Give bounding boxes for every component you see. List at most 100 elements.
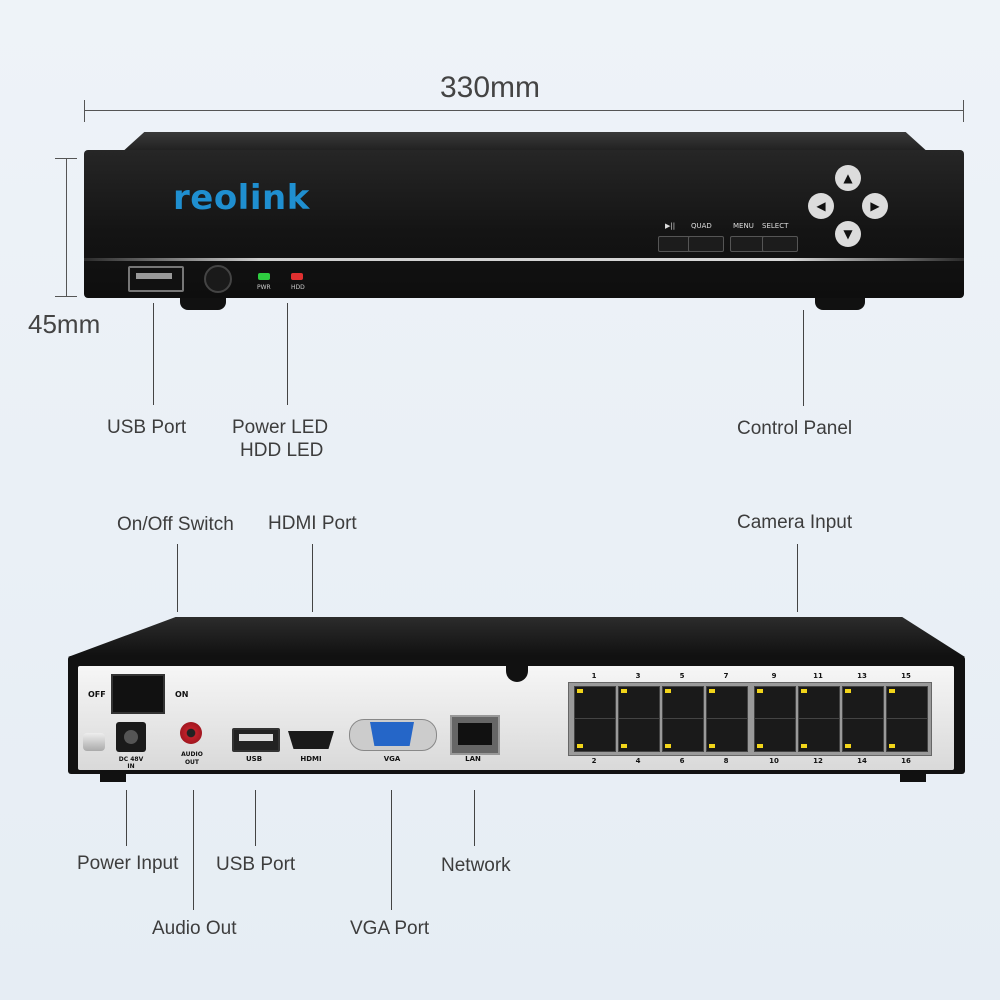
arrow-down-icon: ▼ (835, 221, 861, 247)
width-dimension-tick-left (84, 100, 85, 122)
port-number-top: 9 (771, 672, 777, 680)
poe-port-led (621, 744, 627, 748)
ground-screw (83, 733, 105, 751)
camera-input-leader (797, 544, 798, 612)
port-number-bottom: 4 (635, 757, 641, 765)
network-leader (474, 790, 475, 846)
port-number-top: 3 (635, 672, 641, 680)
arrow-left-icon: ◀ (808, 193, 834, 219)
poe-port-led (665, 744, 671, 748)
rear-foot-right (900, 774, 926, 782)
rear-foot-left (100, 774, 126, 782)
quad-label: QUAD (691, 222, 712, 230)
port-number-top: 7 (723, 672, 729, 680)
switch-on-label: ON (175, 690, 189, 699)
power-led-label: PWR (257, 284, 271, 291)
poe-port-led (621, 689, 627, 693)
power-input-callout: Power Input (77, 853, 179, 874)
arrow-up-icon: ▲ (835, 165, 861, 191)
on-off-switch-callout: On/Off Switch (117, 514, 234, 535)
port-number-bottom: 8 (723, 757, 729, 765)
control-panel-callout: Control Panel (737, 418, 853, 439)
select-button (762, 236, 798, 252)
power-switch (111, 674, 165, 714)
network-callout: Network (441, 855, 511, 876)
audio-out-callout: Audio Out (152, 918, 237, 939)
lan-port (450, 715, 500, 755)
port-number-bottom: 12 (813, 757, 823, 765)
usb-port-rear-callout: USB Port (216, 854, 296, 875)
usb-port-front-leader (153, 303, 154, 405)
hdmi-port-callout: HDMI Port (268, 513, 357, 534)
hdmi-label: HDMI (300, 755, 322, 763)
front-usb-port (128, 266, 184, 292)
port-number-top: 1 (591, 672, 597, 680)
port-number-bottom: 16 (901, 757, 911, 765)
rear-usb-port (232, 728, 280, 752)
hdd-led-callout: HDD LED (240, 440, 324, 461)
poe-port-led (801, 744, 807, 748)
front-top-cover (120, 132, 930, 154)
vga-label: VGA (383, 755, 401, 763)
poe-port-led (889, 744, 895, 748)
poe-port-led (709, 689, 715, 693)
audio-out-leader (193, 790, 194, 910)
front-bevel-strip (84, 258, 964, 261)
on-off-switch-leader (177, 544, 178, 612)
height-dimension-tick-bottom (55, 296, 77, 297)
poe-port-led (801, 689, 807, 693)
poe-port-led (757, 744, 763, 748)
dc-power-jack (116, 722, 146, 752)
poe-port-led (577, 689, 583, 693)
hdd-led (291, 273, 303, 280)
rear-notch (506, 666, 528, 682)
poe-port-led (665, 689, 671, 693)
port-number-top: 15 (901, 672, 911, 680)
vga-port-leader (391, 790, 392, 910)
switch-off-label: OFF (88, 690, 106, 699)
led-leader (287, 303, 288, 405)
control-panel-leader (803, 310, 804, 406)
power-led (258, 273, 270, 280)
hdmi-port (288, 731, 334, 749)
port-number-bottom: 2 (591, 757, 597, 765)
audio-label-1: AUDIO (181, 751, 203, 758)
poe-port-led (845, 744, 851, 748)
front-foot-right (815, 298, 865, 310)
port-number-bottom: 6 (679, 757, 685, 765)
lan-label: LAN (465, 755, 481, 763)
port-number-top: 5 (679, 672, 685, 680)
usb-rear-label: USB (245, 755, 263, 763)
height-dimension-label: 45mm (28, 309, 101, 339)
port-number-top: 13 (857, 672, 867, 680)
audio-out-jack (180, 722, 202, 744)
audio-label-2: OUT (184, 759, 200, 766)
brand-logo: reolink (173, 178, 310, 218)
width-dimension-label: 330mm (440, 71, 541, 104)
front-foot-left (180, 298, 226, 310)
front-power-button (204, 265, 232, 293)
play-pause-label: ▶|| (665, 222, 676, 230)
height-dimension-line (66, 158, 67, 296)
hdd-led-label: HDD (291, 284, 305, 291)
menu-label: MENU (733, 222, 754, 230)
hdmi-port-leader (312, 544, 313, 612)
vga-port-callout: VGA Port (350, 918, 430, 939)
power-led-callout: Power LED (232, 417, 329, 438)
vga-port (370, 722, 414, 746)
arrow-right-icon: ▶ (862, 193, 888, 219)
port-number-bottom: 14 (857, 757, 867, 765)
rear-top-cover (68, 617, 965, 657)
poe-port-led (845, 689, 851, 693)
poe-port-led (709, 744, 715, 748)
menu-button (730, 236, 766, 252)
quad-button (688, 236, 724, 252)
port-number-top: 11 (813, 672, 823, 680)
usb-port-rear-leader (255, 790, 256, 846)
poe-port-led (757, 689, 763, 693)
poe-port-led (577, 744, 583, 748)
width-dimension-line (84, 110, 964, 111)
select-label: SELECT (762, 222, 789, 230)
dc-label-2: IN (127, 763, 135, 770)
camera-input-callout: Camera Input (737, 512, 853, 533)
